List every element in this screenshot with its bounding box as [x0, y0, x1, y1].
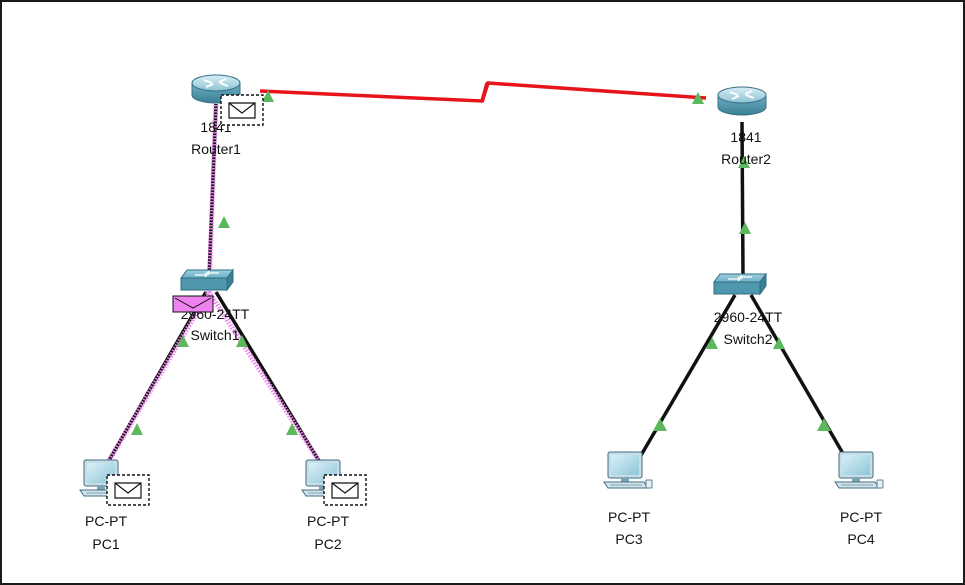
link-up-indicator — [706, 337, 718, 349]
link-up-indicator — [131, 423, 143, 435]
device-name-label: PC2 — [314, 536, 341, 552]
link-indicators — [131, 90, 831, 435]
packet-trail — [101, 98, 327, 471]
device-pc3[interactable]: PC-PT PC3 — [603, 451, 653, 547]
link-router2-switch2[interactable] — [740, 121, 745, 275]
envelope-icon — [220, 94, 264, 126]
device-model-label: PC-PT — [840, 509, 882, 525]
device-name-label: PC4 — [847, 531, 874, 547]
envelope-icon — [106, 474, 150, 506]
device-pc2[interactable]: PC-PT PC2 — [301, 459, 351, 552]
device-name-label: PC1 — [92, 536, 119, 552]
device-pc4[interactable]: PC-PT PC4 — [834, 451, 884, 547]
link-up-indicator — [218, 216, 230, 228]
switch-icon — [713, 273, 767, 295]
router-icon — [717, 86, 767, 116]
device-model-label: PC-PT — [307, 513, 349, 529]
device-router2[interactable]: 1841 Router2 — [717, 86, 771, 167]
link-up-indicator — [262, 90, 274, 102]
link-switch1-pc2[interactable] — [214, 291, 326, 470]
envelope-icon — [174, 297, 212, 309]
link-up-indicator — [773, 337, 785, 349]
link-router1-router2[interactable] — [259, 81, 707, 103]
envelope-icon — [323, 474, 367, 506]
link-up-indicator — [738, 156, 750, 168]
pdu-switch1-highlighted[interactable] — [172, 295, 214, 313]
link-up-indicator — [653, 418, 667, 431]
device-name-label: Router2 — [721, 151, 771, 167]
link-up-indicator — [692, 92, 704, 104]
link-up-indicator — [286, 423, 298, 435]
device-switch2[interactable]: 2960-24TT Switch2 — [713, 273, 783, 347]
device-model-label: PC-PT — [608, 509, 650, 525]
link-up-indicator — [817, 418, 831, 431]
device-name-label: Switch2 — [723, 331, 772, 347]
device-model-label: 1841 — [730, 129, 761, 145]
switch-icon — [180, 269, 234, 291]
device-model-label: 2960-24TT — [714, 309, 783, 325]
link-up-indicator — [739, 222, 751, 234]
device-router1[interactable]: 1841 Router1 — [191, 74, 241, 157]
link-up-indicator — [236, 335, 248, 347]
pc-icon — [603, 451, 653, 489]
pdu-pc2[interactable] — [323, 474, 367, 506]
device-pc1[interactable]: PC-PT PC1 — [79, 459, 129, 552]
link-up-indicator — [177, 335, 189, 347]
pdu-router1[interactable] — [220, 94, 264, 126]
device-name-label: PC3 — [615, 531, 642, 547]
device-model-label: PC-PT — [85, 513, 127, 529]
device-name-label: Router1 — [191, 141, 241, 157]
device-name-label: Switch1 — [190, 327, 239, 343]
pdu-pc1[interactable] — [106, 474, 150, 506]
pc-icon — [834, 451, 884, 489]
